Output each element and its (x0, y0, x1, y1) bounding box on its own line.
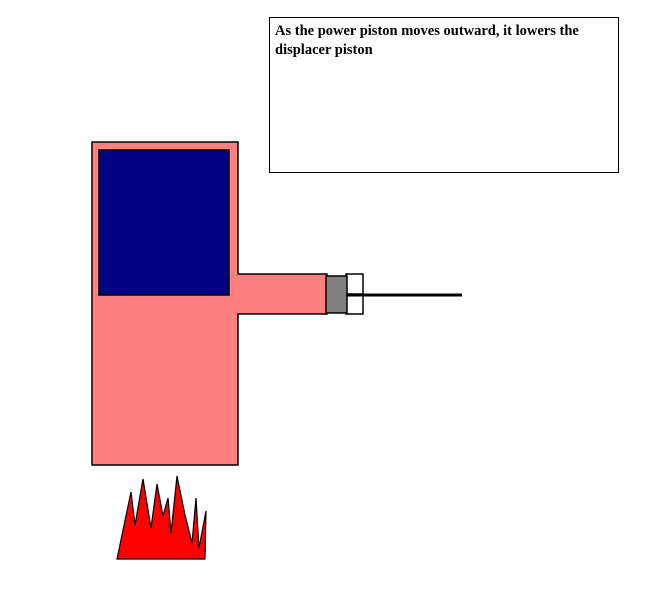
power-piston (325, 275, 348, 314)
caption-text: As the power piston moves outward, it lo… (275, 23, 579, 58)
flame-icon (116, 475, 207, 560)
caption-box: As the power piston moves outward, it lo… (269, 17, 619, 173)
displacer-piston (98, 149, 230, 296)
